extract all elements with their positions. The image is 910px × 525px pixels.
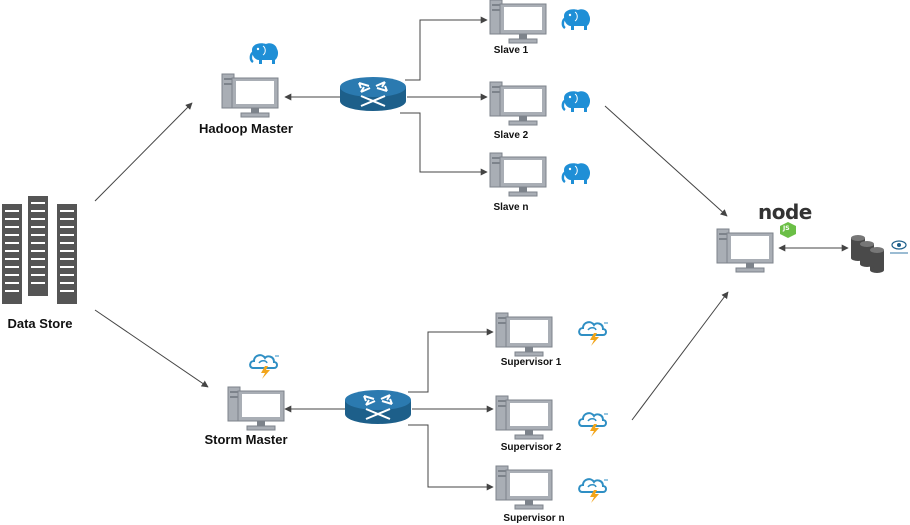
supervisor-1-computer-icon [495, 312, 553, 357]
edge-router-supervisor-n [408, 424, 494, 491]
data-store-label: Data Store [7, 316, 73, 331]
slave-n-elephant-icon [561, 161, 592, 186]
edge-router-slave-1 [405, 16, 488, 81]
storm-master-label: Storm Master [204, 432, 288, 447]
data-store-icon [2, 196, 77, 304]
supervisor-n-storm-icon [578, 478, 609, 504]
supervisor-2-computer-icon [495, 395, 553, 440]
slave-1-elephant-icon [561, 7, 592, 32]
nodejs-logo-text: node [758, 200, 812, 224]
supervisor-n-computer-icon [495, 465, 553, 510]
slave-label: Slave n [493, 202, 529, 213]
storm-master-computer-icon [227, 386, 285, 431]
node-server-computer-icon [716, 228, 774, 273]
storm-master-storm-icon [249, 354, 280, 380]
slave-label: Slave 1 [493, 45, 529, 56]
slave-2-elephant-icon [561, 89, 592, 114]
slave-2-computer-icon [489, 81, 547, 126]
supervisor-label: Supervisor 2 [500, 442, 562, 453]
edge-router-supervisor-1 [408, 328, 494, 393]
edge-router-slave-n [400, 112, 488, 176]
hadoop-router-icon [339, 76, 407, 112]
database-icon [851, 235, 884, 273]
edge-datastore-hadoop [94, 102, 193, 202]
hadoop-master-label: Hadoop Master [199, 121, 293, 136]
supervisor-1-storm-icon [578, 321, 609, 347]
hadoop-master-computer-icon [221, 73, 279, 118]
slave-n-computer-icon [489, 152, 547, 197]
eye-icon [890, 240, 908, 254]
edge-supervisor2-node-server [631, 291, 729, 421]
supervisor-2-storm-icon [578, 412, 609, 438]
edge-datastore-storm [94, 309, 209, 388]
slave-1-computer-icon [489, 0, 547, 44]
supervisor-label: Supervisor 1 [500, 357, 562, 368]
supervisor-label: Supervisor n [503, 513, 565, 524]
storm-router-icon [344, 389, 412, 425]
nodejs-badge-icon [780, 222, 796, 238]
edge-slave2-node-server [604, 105, 728, 217]
nodejs-badge-text: JS [783, 225, 790, 232]
slave-label: Slave 2 [493, 130, 529, 141]
hadoop-master-elephant-icon [249, 41, 280, 66]
